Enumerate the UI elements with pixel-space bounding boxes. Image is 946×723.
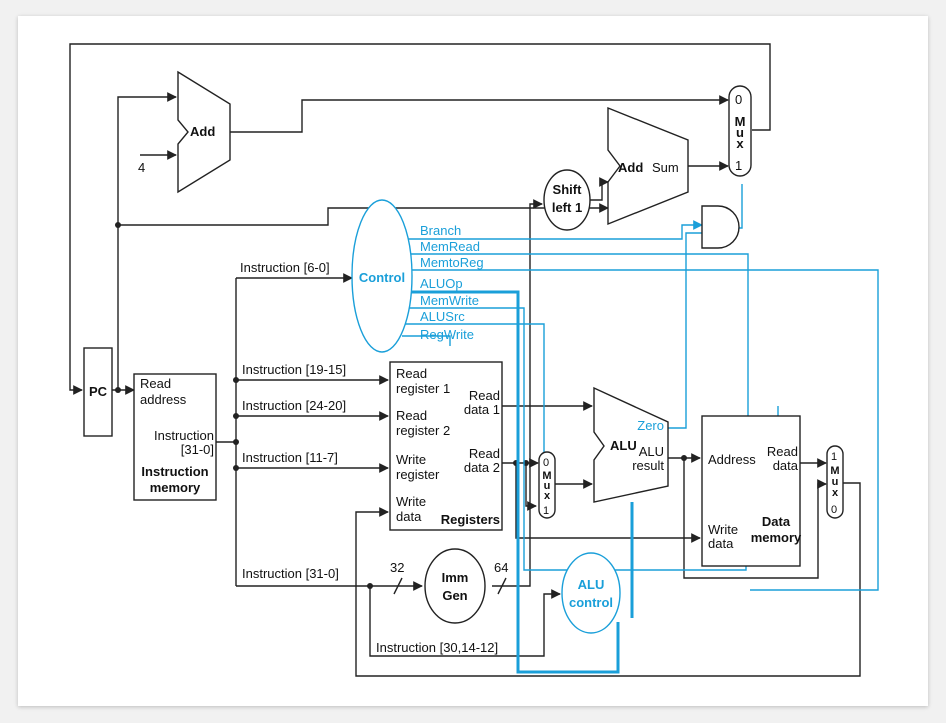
dmem-read-1: Read bbox=[767, 444, 798, 459]
mux-top-in1: 1 bbox=[735, 158, 742, 173]
regs-wd-b: data bbox=[396, 509, 422, 524]
shift-left-unit: Shift left 1 bbox=[543, 169, 591, 231]
datapath-wires bbox=[69, 43, 861, 677]
dmem-title-2: memory bbox=[751, 530, 802, 545]
field-opcode: Instruction [6-0] bbox=[240, 260, 330, 275]
regs-rd2-b: data 2 bbox=[464, 460, 500, 475]
pc-label: PC bbox=[89, 384, 108, 399]
alu-control-line2: control bbox=[569, 595, 613, 610]
mux-wb-in1: 1 bbox=[831, 451, 837, 463]
field-rd: Instruction [11-7] bbox=[242, 450, 338, 465]
alu-title: ALU bbox=[610, 438, 637, 453]
signal-regwrite: RegWrite bbox=[420, 327, 474, 342]
imem-title-2: memory bbox=[150, 480, 201, 495]
regs-rr1-a: Read bbox=[396, 366, 427, 381]
shift-label-line2: left 1 bbox=[552, 200, 582, 215]
alu-zero: Zero bbox=[637, 418, 664, 433]
regs-rr2-b: register 2 bbox=[396, 423, 450, 438]
field-rs1: Instruction [19-15] bbox=[242, 362, 346, 377]
signal-memwrite: MemWrite bbox=[420, 293, 479, 308]
alusrc-mux: 0 M u x 1 bbox=[538, 451, 556, 519]
regs-rd2-a: Read bbox=[469, 446, 500, 461]
signal-branch: Branch bbox=[420, 223, 461, 238]
pc-increment-adder: Add 4 bbox=[138, 70, 231, 194]
imm-gen-line2: Gen bbox=[442, 588, 467, 603]
regs-rd1-b: data 1 bbox=[464, 402, 500, 417]
mux-alu-in0: 0 bbox=[543, 457, 549, 469]
mux-wb-m: M bbox=[830, 465, 839, 477]
alu-result-1: ALU bbox=[639, 444, 664, 459]
mux-alu-u: u bbox=[544, 480, 551, 492]
immediate-generator: Imm Gen bbox=[424, 548, 486, 624]
regs-rr1-b: register 1 bbox=[396, 381, 450, 396]
mux-top-m: M bbox=[735, 114, 746, 129]
mux-top-x: x bbox=[736, 136, 744, 151]
branch-and-gate bbox=[701, 205, 740, 249]
sum-label: Sum bbox=[652, 160, 679, 175]
instruction-memory: Read address Instruction [31-0] Instruct… bbox=[133, 373, 217, 501]
control-signal-labels: Branch MemRead MemtoReg ALUOp MemWrite A… bbox=[420, 223, 484, 342]
imm-gen-line1: Imm bbox=[442, 570, 469, 585]
regs-rd1-a: Read bbox=[469, 388, 500, 403]
instruction-field-labels: Instruction [6-0] Instruction [19-15] In… bbox=[240, 260, 508, 655]
add-top-label: Add bbox=[190, 124, 215, 139]
memtoreg-mux: 1 M u x 0 bbox=[826, 445, 844, 519]
constant-four-label: 4 bbox=[138, 160, 145, 175]
mux-top-u: u bbox=[736, 125, 744, 140]
regs-wd-a: Write bbox=[396, 494, 426, 509]
imem-address: address bbox=[140, 392, 187, 407]
field-funct: Instruction [30,14-12] bbox=[376, 640, 498, 655]
bus-width-out: 64 bbox=[494, 560, 508, 575]
mux-top-in0: 0 bbox=[735, 92, 742, 107]
alu-result-2: result bbox=[632, 458, 664, 473]
imem-title-1: Instruction bbox=[141, 464, 208, 479]
add-branch-label: Add bbox=[618, 160, 643, 175]
alu-control-unit: ALU control bbox=[561, 552, 621, 634]
dmem-write-2: data bbox=[708, 536, 734, 551]
field-rs2: Instruction [24-20] bbox=[242, 398, 346, 413]
signal-alusrc: ALUSrc bbox=[420, 309, 465, 324]
bus-width-in: 32 bbox=[390, 560, 404, 575]
alu: ALU Zero ALU result bbox=[593, 386, 669, 503]
control-unit: Control bbox=[351, 199, 413, 353]
mux-alu-in1: 1 bbox=[543, 505, 549, 517]
dmem-address: Address bbox=[708, 452, 756, 467]
mux-wb-u: u bbox=[832, 476, 839, 488]
regs-title: Registers bbox=[441, 512, 500, 527]
mux-wb-x: x bbox=[832, 487, 839, 499]
data-memory: Address Read data Write data Data memory bbox=[701, 415, 802, 567]
regs-rr2-a: Read bbox=[396, 408, 427, 423]
field-imm: Instruction [31-0] bbox=[242, 566, 339, 581]
imem-read: Read bbox=[140, 376, 171, 391]
pc-register: PC bbox=[83, 347, 113, 437]
dmem-title-1: Data bbox=[762, 514, 791, 529]
mux-alu-x: x bbox=[544, 490, 551, 502]
control-label: Control bbox=[359, 270, 405, 285]
imem-bits: [31-0] bbox=[181, 442, 214, 457]
dmem-read-2: data bbox=[773, 458, 799, 473]
pc-source-mux: 0 M u x 1 bbox=[728, 85, 752, 177]
riscv-datapath-diagram: PC Add 4 Add Sum Shift left 1 0 M u x 1 … bbox=[69, 43, 879, 677]
register-file: Read register 1 Read register 2 Write re… bbox=[389, 361, 503, 531]
mux-alu-m: M bbox=[542, 470, 551, 482]
shift-label-line1: Shift bbox=[553, 182, 583, 197]
dmem-write-1: Write bbox=[708, 522, 738, 537]
signal-aluop: ALUOp bbox=[420, 276, 463, 291]
signal-memtoreg: MemtoReg bbox=[420, 255, 484, 270]
signal-memread: MemRead bbox=[420, 239, 480, 254]
alu-control-line1: ALU bbox=[578, 577, 605, 592]
branch-target-adder: Add Sum bbox=[607, 106, 689, 226]
imem-instruction: Instruction bbox=[154, 428, 214, 443]
mux-wb-in0: 0 bbox=[831, 504, 837, 516]
regs-wr-a: Write bbox=[396, 452, 426, 467]
regs-wr-b: register bbox=[396, 467, 440, 482]
diagram-card: PC Add 4 Add Sum Shift left 1 0 M u x 1 … bbox=[18, 16, 928, 706]
